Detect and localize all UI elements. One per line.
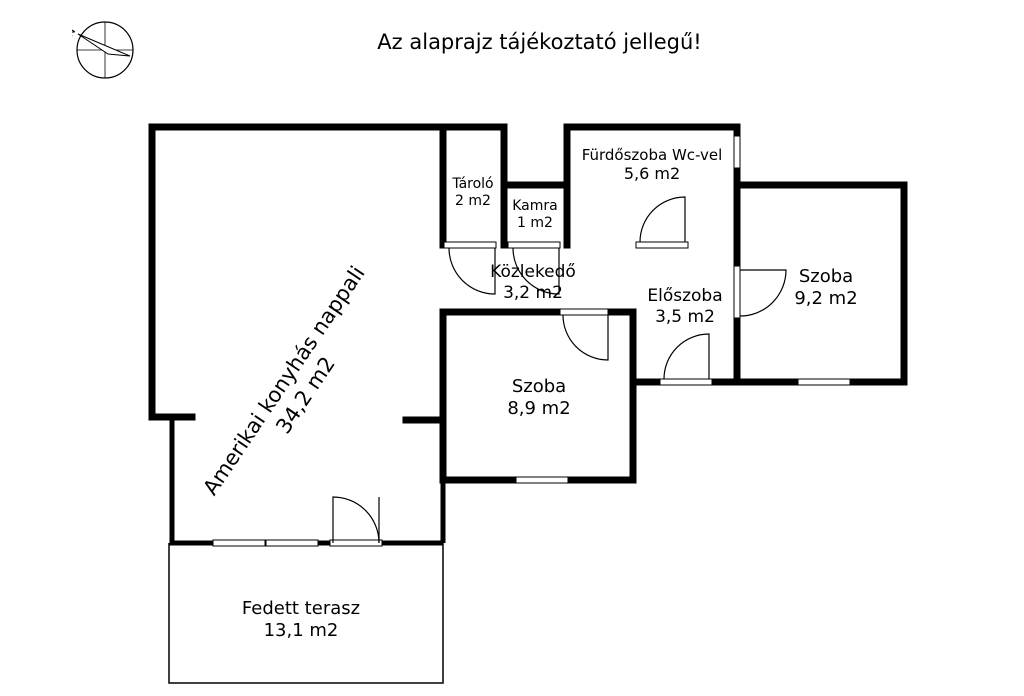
page-title: Az alaprajz tájékoztató jellegű! <box>377 30 702 54</box>
doors <box>332 196 787 544</box>
room-label-terrace: Fedett terasz 13,1 m2 <box>216 598 386 642</box>
room-label-corridor: Közlekedő 3,2 m2 <box>468 262 598 303</box>
room-area-corridor: 3,2 m2 <box>503 282 563 303</box>
room-name-room-right: Szoba <box>798 266 854 287</box>
room-name-terrace: Fedett terasz <box>241 598 361 619</box>
room-name-room-middle: Szoba <box>511 376 567 397</box>
windows <box>212 135 851 547</box>
room-name-pantry: Kamra <box>512 198 558 214</box>
room-area-terrace: 13,1 m2 <box>263 619 339 641</box>
room-name-corridor: Közlekedő <box>490 262 576 282</box>
room-label-pantry: Kamra 1 m2 <box>506 198 564 232</box>
room-label-hall: Előszoba 3,5 m2 <box>637 286 733 327</box>
compass-icon: N <box>72 21 134 79</box>
room-area-room-right: 9,2 m2 <box>794 287 858 309</box>
room-label-room-middle: Szoba 8,9 m2 <box>484 376 594 420</box>
room-label-storage: Tároló 2 m2 <box>445 176 501 210</box>
room-area-hall: 3,5 m2 <box>655 306 715 327</box>
room-area-storage: 2 m2 <box>455 193 491 210</box>
room-area-pantry: 1 m2 <box>517 215 553 232</box>
room-name-hall: Előszoba <box>647 286 723 306</box>
room-area-room-middle: 8,9 m2 <box>507 397 571 419</box>
room-label-room-right: Szoba 9,2 m2 <box>774 266 878 310</box>
compass-north-letter: N <box>72 25 78 39</box>
room-name-bathroom: Fürdőszoba Wc-vel <box>581 146 723 164</box>
room-area-bathroom: 5,6 m2 <box>623 164 681 184</box>
room-name-storage: Tároló <box>452 176 494 192</box>
room-label-bathroom: Fürdőszoba Wc-vel 5,6 m2 <box>570 146 734 184</box>
thin-walls <box>168 420 446 684</box>
